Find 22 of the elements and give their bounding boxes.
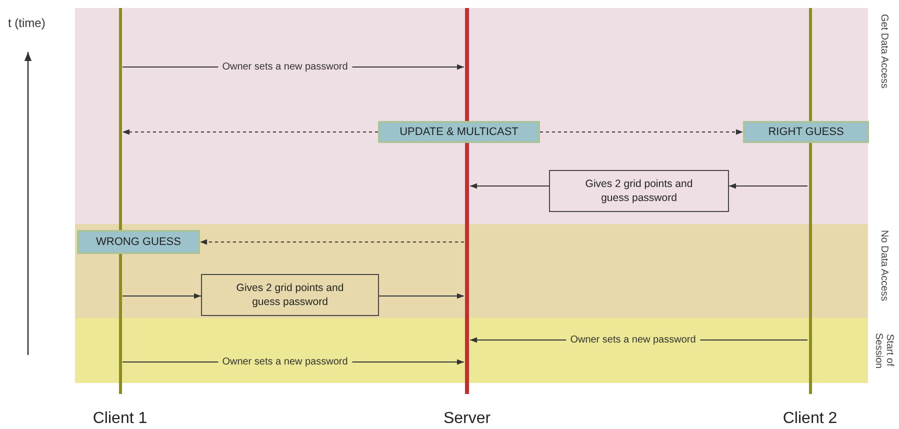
phase-label: Get Data Access [878, 14, 890, 90]
message-box: Gives 2 grid points and guess password [201, 274, 379, 316]
message-arrow [122, 293, 202, 299]
dashed-arrow [122, 129, 378, 135]
state-box: RIGHT GUESS [743, 121, 869, 143]
participant-label: Server [442, 410, 492, 428]
edge-label: Owner sets a new password [566, 334, 700, 346]
edge-label: Owner sets a new password [218, 62, 352, 72]
participant-label: Client 2 [782, 410, 838, 428]
message-box: Gives 2 grid points and guess password [549, 170, 729, 212]
dashed-arrow [200, 239, 464, 245]
message-arrow [470, 183, 550, 189]
dashed-arrow [540, 129, 744, 135]
axis-label: t (time) [8, 16, 46, 30]
message-arrow [378, 293, 464, 299]
state-box: UPDATE & MULTICAST [378, 121, 540, 143]
state-box: WRONG GUESS [77, 230, 200, 254]
phase-label: No Data Access [878, 230, 890, 304]
phase-label: Start of Session [872, 332, 896, 370]
message-arrow [728, 183, 808, 189]
edge-label: Owner sets a new password [218, 356, 352, 368]
participant-label: Client 1 [92, 410, 148, 428]
